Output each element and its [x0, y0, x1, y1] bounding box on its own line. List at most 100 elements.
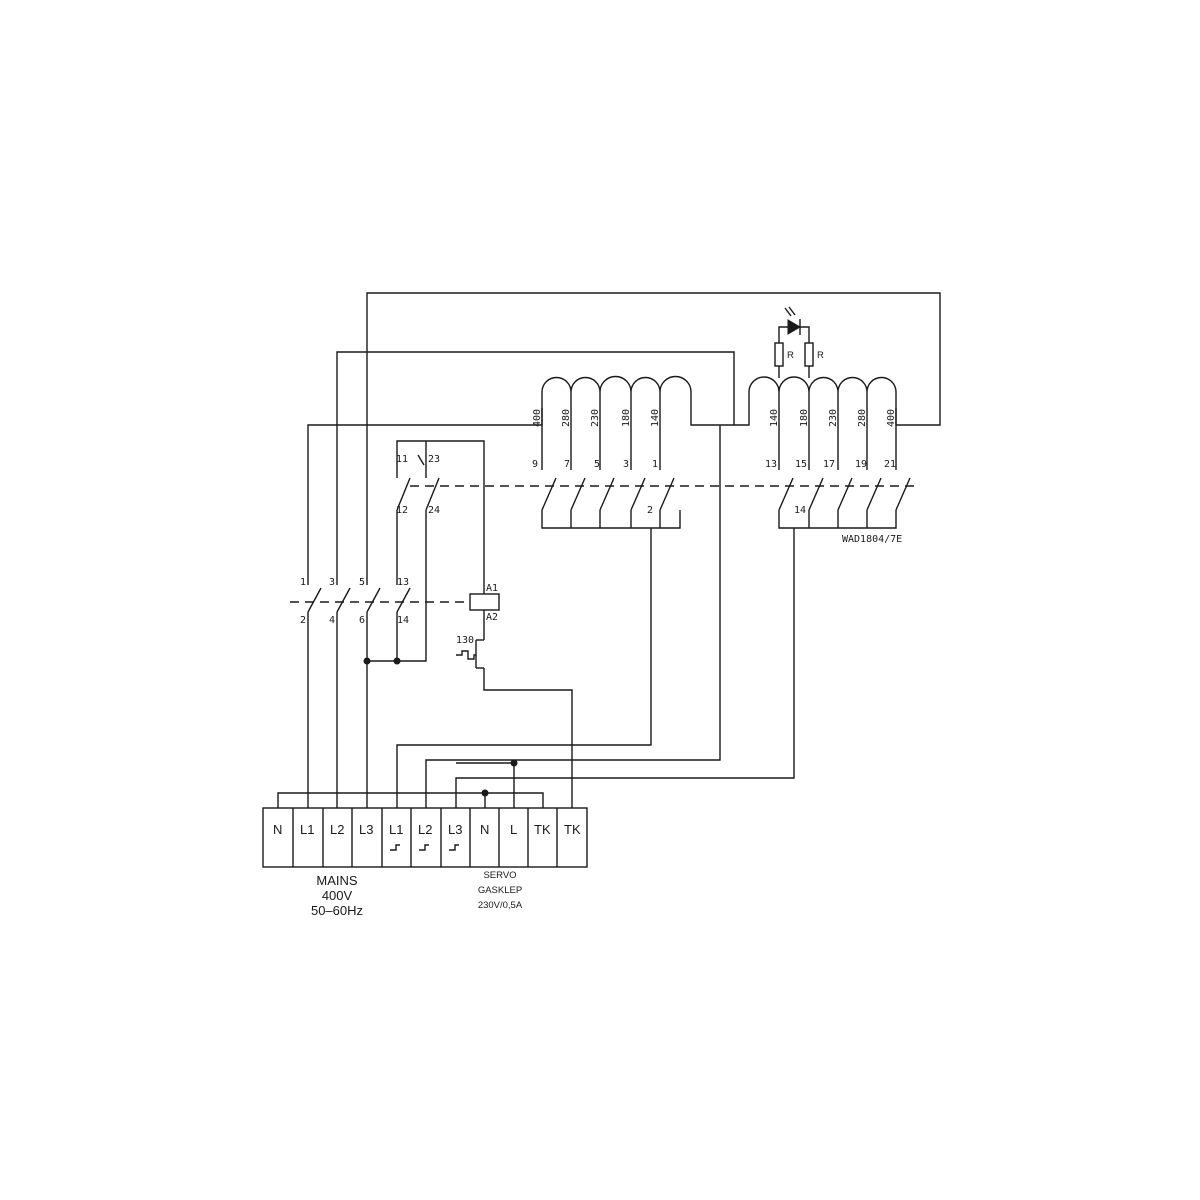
- wire-hold-link: [367, 510, 427, 662]
- contact-label: 15: [795, 459, 807, 470]
- thermostat-actuator-icon: [456, 650, 476, 660]
- wire-n-link: [277, 792, 544, 808]
- contact-label: 3: [623, 459, 629, 470]
- primary-coil: [541, 375, 692, 408]
- aux-label: 11: [396, 454, 408, 465]
- servo-line: SERVO: [483, 870, 516, 881]
- wire-primary-400: [307, 408, 543, 585]
- terminal-block-frame: [262, 807, 588, 868]
- mains-caption: MAINS 400V 50–60Hz: [311, 873, 363, 918]
- common-label: 14: [794, 505, 806, 516]
- switch-blade: [895, 477, 911, 511]
- primary-tap-label: 180: [621, 409, 632, 427]
- contactor-label: 4: [329, 615, 335, 626]
- aux-blade-nc: [396, 477, 411, 511]
- switch-blade: [541, 477, 557, 511]
- terminal-label: L: [510, 822, 517, 837]
- wire-tk: [483, 668, 573, 808]
- contactor-coil-icon: [469, 593, 500, 611]
- switch-blade: [778, 477, 794, 511]
- transformer-secondary: 140 180 230 280 400: [748, 376, 897, 470]
- contactor-label: 13: [397, 577, 409, 588]
- wire-second-loop: [336, 351, 735, 585]
- contact-label: 7: [564, 459, 570, 470]
- transformer-primary: 400 280 230 180 140: [532, 375, 692, 470]
- dot-6: [363, 657, 371, 665]
- primary-tap-label: 140: [650, 409, 661, 427]
- secondary-tap-label: 280: [857, 409, 868, 427]
- switch-blade: [837, 477, 853, 511]
- contactor-label: 5: [359, 577, 365, 588]
- contactor-label: 6: [359, 615, 365, 626]
- secondary-coil: [748, 376, 897, 408]
- aux-label: 23: [428, 454, 440, 465]
- servo-caption: SERVO GASKLEP 230V/0,5A: [478, 870, 523, 911]
- wire-junction-down: [425, 425, 721, 808]
- tap-switch-left: 9 7 5 3 1 2: [532, 459, 681, 529]
- resistor-left-icon: [774, 342, 784, 367]
- aux-blade-no: [425, 477, 440, 511]
- secondary-tap-label: 180: [799, 409, 810, 427]
- mains-line: 400V: [322, 888, 353, 903]
- terminal-label: TK: [534, 822, 551, 837]
- switch-blade: [808, 477, 824, 511]
- aux-nc-mark: [417, 454, 425, 466]
- switched-marker-icon: [419, 844, 429, 851]
- resistor-right-icon: [804, 342, 814, 367]
- contactor-label: 3: [329, 577, 335, 588]
- terminal-label: L1: [389, 822, 403, 837]
- led-ray: [784, 307, 792, 317]
- contact-label: 19: [855, 459, 867, 470]
- switch-blade: [570, 477, 586, 511]
- resistor-label: R: [787, 350, 794, 361]
- coil-label: A2: [486, 612, 498, 623]
- thermostat: 130: [456, 635, 484, 669]
- led-icon: [787, 319, 801, 335]
- thermostat-label: 130: [456, 635, 474, 646]
- secondary-tap-label: 230: [828, 409, 839, 427]
- primary-tap-label: 400: [532, 409, 543, 427]
- wire-common-2: [396, 528, 652, 808]
- switched-marker-icon: [390, 844, 400, 851]
- contactor: 1 3 5 13 2 4 6 14 A1 A2: [290, 577, 500, 626]
- terminal-label: L3: [448, 822, 462, 837]
- terminal-label: L2: [418, 822, 432, 837]
- led-indicator: R R: [774, 306, 824, 378]
- contact-label: 9: [532, 459, 538, 470]
- terminal-label: L3: [359, 822, 373, 837]
- tap-switch-right: 13 15 17 19 21 14 WAD1804/7E: [765, 459, 911, 545]
- terminal-label: N: [273, 822, 282, 837]
- contactor-blade: [307, 587, 322, 613]
- terminal-block: N L1 L2 L3 L1 L2 L3 N L TK TK: [262, 807, 588, 868]
- wires: [277, 292, 941, 808]
- terminal-label: L2: [330, 822, 344, 837]
- contactor-blade: [396, 587, 411, 613]
- contact-label: 17: [823, 459, 835, 470]
- switch-blade: [866, 477, 882, 511]
- contactor-label: 1: [300, 577, 306, 588]
- dot-l: [510, 759, 518, 767]
- dot-n: [481, 789, 489, 797]
- switch-blade: [599, 477, 615, 511]
- aux-label: 24: [428, 505, 440, 516]
- switch-blade: [630, 477, 646, 511]
- coil-label: A1: [486, 583, 498, 594]
- terminal-label: N: [480, 822, 489, 837]
- primary-tap-label: 230: [590, 409, 601, 427]
- wire-coil-junction: [690, 392, 750, 426]
- servo-line: GASKLEP: [478, 885, 522, 896]
- contact-label: 13: [765, 459, 777, 470]
- resistor-label: R: [817, 350, 824, 361]
- switch-model-label: WAD1804/7E: [842, 534, 902, 545]
- mains-line: 50–60Hz: [311, 903, 363, 918]
- contact-label: 21: [884, 459, 896, 470]
- led-ray: [788, 306, 796, 316]
- aux-label: 12: [396, 505, 408, 516]
- mains-line: MAINS: [316, 873, 358, 888]
- wire-common-14: [455, 528, 795, 808]
- secondary-tap-label: 140: [769, 409, 780, 427]
- dot-14: [393, 657, 401, 665]
- contactor-blade: [366, 587, 381, 613]
- common-label: 2: [647, 505, 653, 516]
